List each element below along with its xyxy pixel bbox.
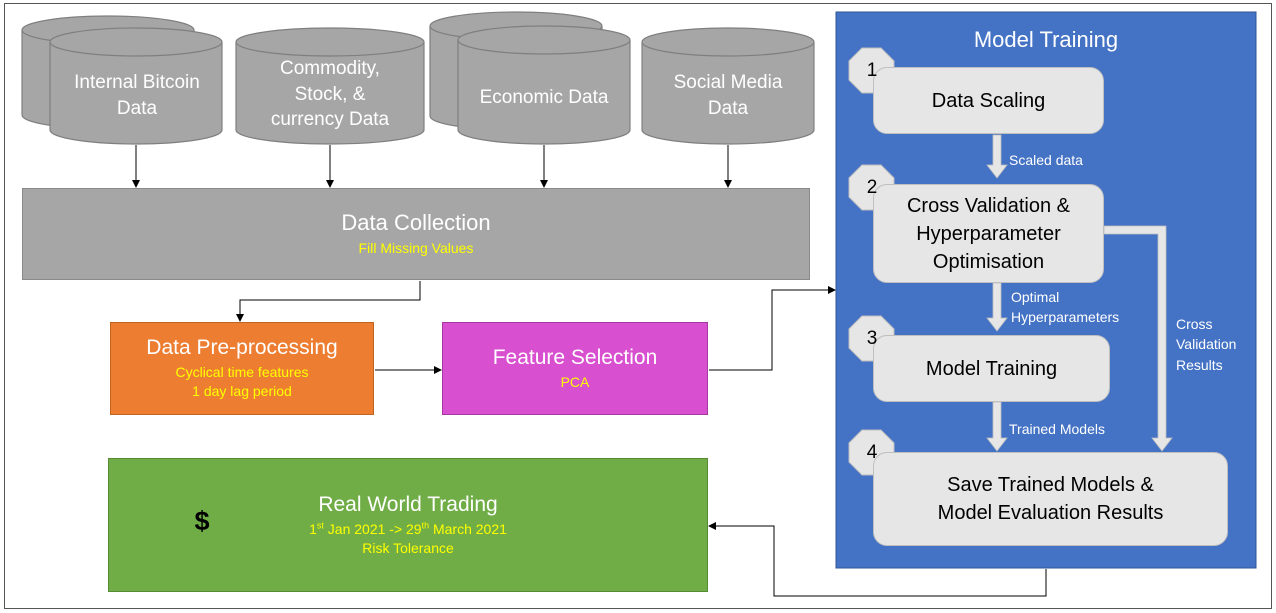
- trading-details: 1st Jan 2021 -> 29th March 2021 Risk Tol…: [309, 520, 507, 558]
- feature-selection-method: PCA: [560, 373, 590, 390]
- trading-title: Real World Trading: [318, 492, 498, 516]
- diagram-frame: [4, 3, 1272, 609]
- flow-label-scaled-data: Scaled data: [1009, 152, 1083, 168]
- data-collection-box: Data Collection Fill Missing Values: [22, 188, 810, 280]
- preprocessing-details: Cyclical time features 1 day lag period: [175, 364, 309, 399]
- flow-label-optimal-hyperparameters: Optimal Hyperparameters: [1011, 289, 1120, 326]
- data-preprocessing-box: Data Pre-processing Cyclical time featur…: [110, 322, 374, 415]
- data-collection-subtitle: Fill Missing Values: [358, 240, 474, 257]
- step-save-results: Save Trained Models & Model Evaluation R…: [873, 452, 1228, 546]
- step-number-4: 4: [866, 442, 878, 463]
- source-connectors: [132, 145, 1047, 597]
- step-cross-validation: Cross Validation & Hyperparameter Optimi…: [873, 184, 1104, 283]
- internal-bitcoin-database: [21, 15, 223, 145]
- step-number-1: 1: [866, 60, 878, 81]
- data-collection-title: Data Collection: [341, 210, 491, 236]
- dollar-symbol: $: [194, 506, 210, 536]
- trading-risk-tolerance: Risk Tolerance: [362, 539, 454, 556]
- source-label-commodity: Commodity,Stock, &currency Data: [270, 58, 390, 131]
- training-flow-arrows: [986, 134, 1173, 452]
- feature-selection-box: Feature Selection PCA: [442, 322, 708, 415]
- step-number-2: 2: [866, 177, 878, 198]
- step-number-3: 3: [866, 328, 878, 349]
- source-label-economic: Economic Data: [479, 87, 609, 108]
- trading-date-range: 1st Jan 2021 -> 29th March 2021: [309, 519, 507, 537]
- economic-database: [429, 11, 631, 145]
- feature-selection-title: Feature Selection: [492, 345, 658, 369]
- step-model-training: Model Training: [873, 335, 1110, 402]
- social-media-database: [641, 27, 815, 145]
- commodity-stock-currency-database: [235, 27, 425, 145]
- real-world-trading-box: Real World Trading 1st Jan 2021 -> 29th …: [108, 458, 708, 592]
- step-data-scaling: Data Scaling: [873, 67, 1104, 134]
- preprocessing-title: Data Pre-processing: [146, 336, 338, 360]
- flow-label-cv-results: Cross Validation Results: [1176, 316, 1237, 373]
- flow-label-trained-models: Trained Models: [1009, 421, 1105, 437]
- model-training-panel-title: Model Training: [973, 27, 1119, 52]
